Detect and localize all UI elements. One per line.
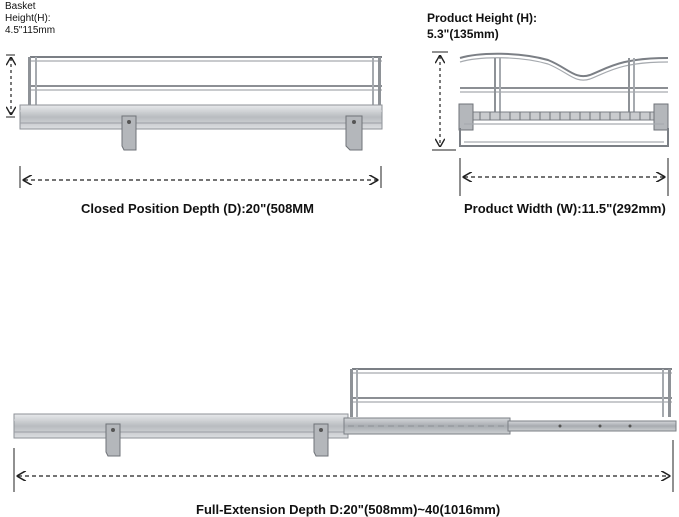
basket-front-view	[458, 52, 669, 147]
extended-basket-side-view	[13, 368, 677, 457]
product-height-label: Product Height (H): 5.3"(135mm)	[427, 11, 537, 41]
basket-height-label: Basket Height(H): 4.5"115mm	[5, 1, 56, 36]
full-extension-label: Full-Extension Depth D:20"(508mm)~40(101…	[196, 502, 501, 517]
closed-basket-side-view	[19, 56, 383, 151]
full-extension-dimension	[13, 440, 674, 492]
product-height-dimension	[432, 51, 456, 151]
closed-depth-dimension	[19, 166, 382, 188]
product-width-label: Product Width (W):11.5"(292mm)	[464, 201, 666, 216]
closed-depth-label: Closed Position Depth (D):20"(508MM	[81, 201, 314, 216]
product-width-dimension	[459, 158, 669, 196]
basket-height-dimension	[6, 54, 15, 118]
